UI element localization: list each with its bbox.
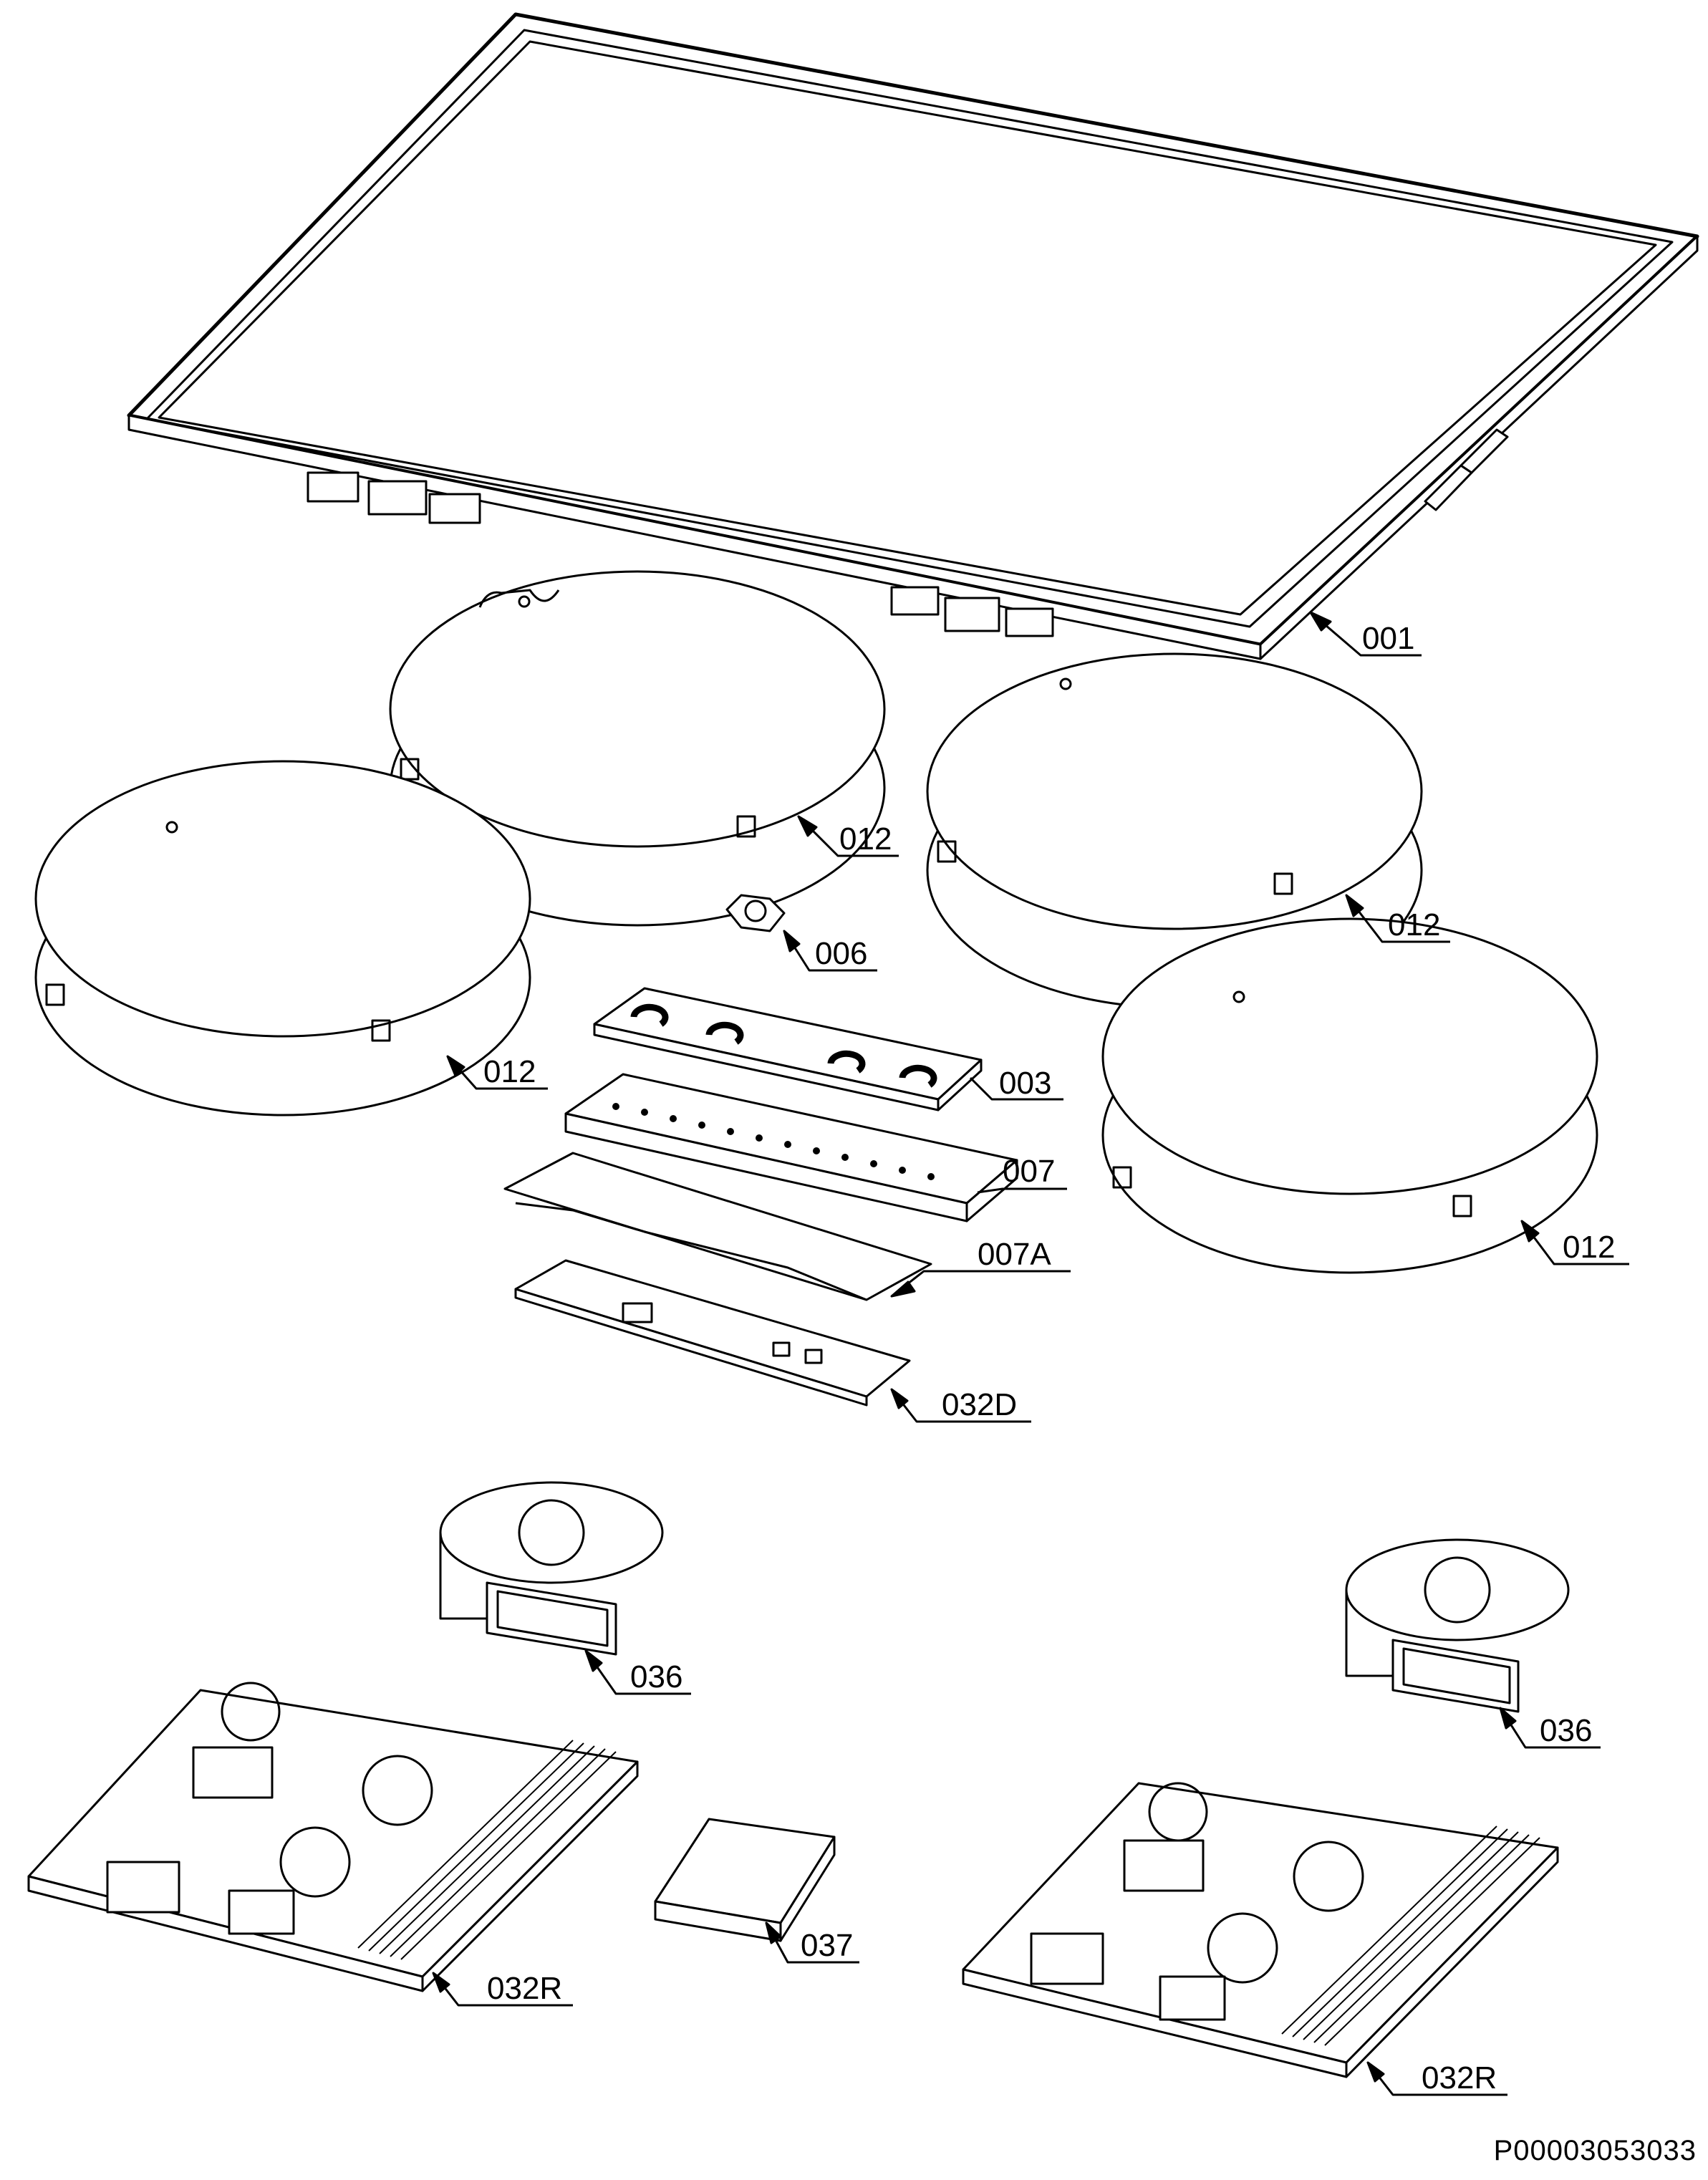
power-board-left [27,1682,639,1992]
callout-006: 006 [815,936,867,971]
induction-coil-left [34,760,531,1116]
callout-012-right: 012 [1563,1230,1615,1265]
insulation-foil [503,1152,932,1301]
touch-control-panel [593,987,983,1111]
callout-036-right: 036 [1540,1713,1592,1748]
callout-007A: 007A [978,1237,1051,1272]
temperature-sensor [725,894,786,932]
display-pcb [514,1259,911,1407]
callout-012-top-left: 012 [839,821,892,857]
glass-top-frame [127,12,1699,660]
callout-036-left: 036 [630,1659,682,1694]
induction-coil-right [1101,917,1598,1274]
power-board-right [962,1782,1559,2078]
cooling-fan-right [1345,1538,1570,1713]
callout-037: 037 [801,1928,853,1963]
callout-012-top-right: 012 [1388,907,1440,942]
callout-007: 007 [1003,1154,1055,1189]
callout-032D: 032D [942,1387,1017,1422]
frame-clips-left [307,471,1054,637]
relay-module [654,1818,836,1942]
callout-001: 001 [1362,621,1414,656]
frame-clips-right [1424,428,1509,511]
callouts: 001 012 012 012 012 006 003 007 007A [432,611,1629,2096]
callout-032R-left: 032R [487,1971,562,2006]
document-id: P00003053033 [1493,2135,1697,2166]
cooling-fan-left [439,1481,664,1656]
callout-012-left: 012 [483,1054,536,1089]
callout-003: 003 [999,1066,1051,1101]
callout-032R-right: 032R [1422,2060,1497,2095]
